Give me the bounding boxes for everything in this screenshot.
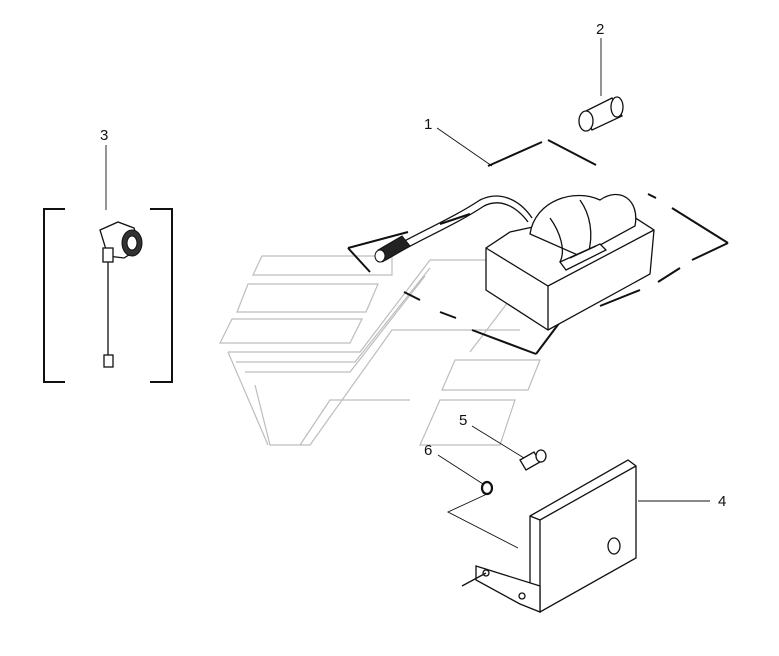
part-1-frame <box>347 139 729 355</box>
callout-labels: 2 1 3 4 5 6 <box>100 21 726 510</box>
callout-6: 6 <box>424 442 432 459</box>
leader-5 <box>471 425 525 459</box>
callout-3: 3 <box>100 127 108 144</box>
callout-2: 2 <box>596 21 604 38</box>
leader-6 <box>437 454 484 485</box>
part-4-bracket <box>461 459 637 613</box>
watermark-logo <box>219 255 542 446</box>
part-5-bolt <box>519 449 547 471</box>
part-3-inset-frame <box>43 208 173 383</box>
leader-lines <box>105 38 710 502</box>
assembly-guide <box>446 493 519 549</box>
callout-4: 4 <box>718 493 726 510</box>
part-2-cylinder <box>578 96 624 132</box>
callout-5: 5 <box>459 412 467 429</box>
leader-1 <box>436 127 493 167</box>
part-3-sensor <box>99 221 143 368</box>
part-1-base-unit <box>374 193 655 331</box>
callout-1: 1 <box>424 116 432 133</box>
part-6-washer <box>480 480 494 496</box>
